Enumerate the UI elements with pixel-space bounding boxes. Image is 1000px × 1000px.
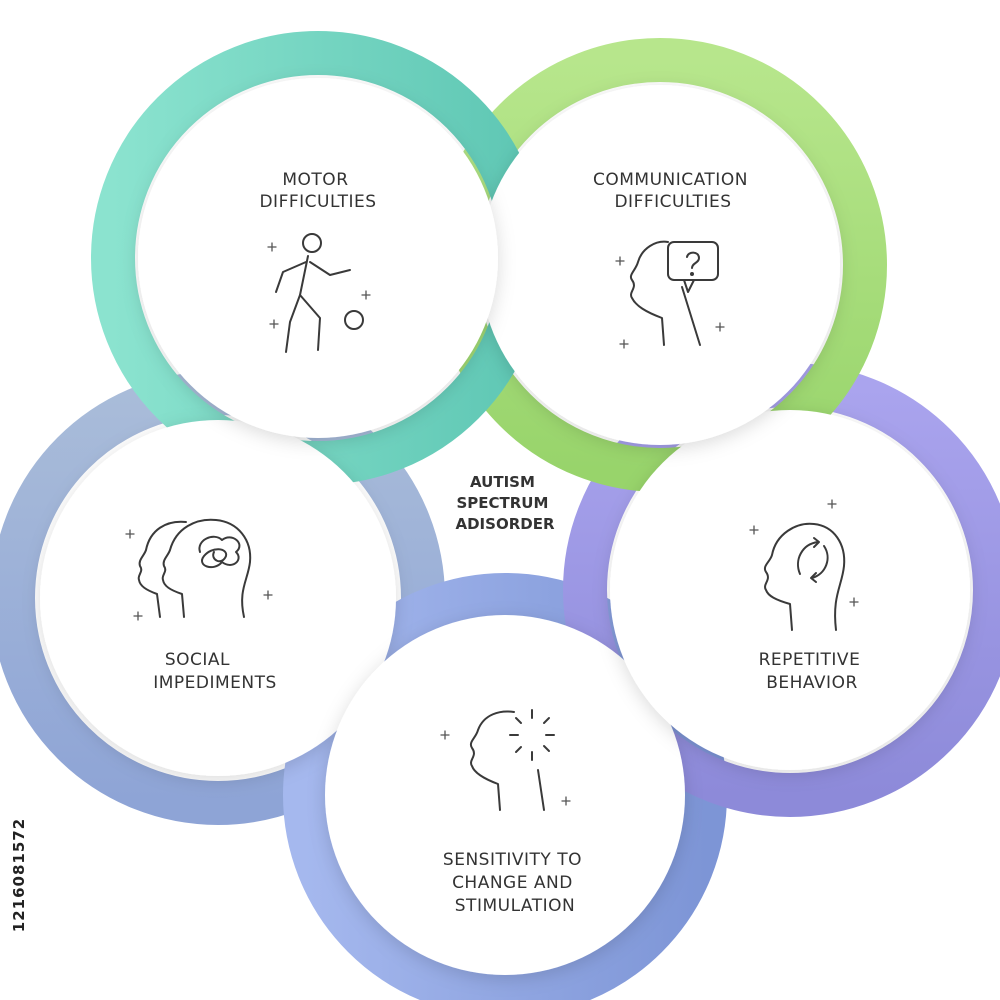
sparkles-repetitive bbox=[749, 499, 859, 607]
center-title: AUTISM SPECTRUM ADISORDER bbox=[456, 472, 555, 533]
stock-id-text: 1216081572 bbox=[10, 817, 28, 933]
sparkles-motor bbox=[267, 242, 371, 329]
person-kicking-ball-icon bbox=[275, 233, 364, 353]
circle-motor bbox=[138, 78, 498, 438]
label-communication: COMMUNICATION DIFFICULTIES bbox=[593, 170, 753, 212]
head-cycle-arrows-icon bbox=[763, 522, 846, 631]
sparkles-social bbox=[125, 529, 273, 621]
circle-repetitive bbox=[610, 410, 970, 770]
head-question-bubble-icon bbox=[629, 240, 719, 346]
white-circles bbox=[40, 78, 970, 975]
sparkles-communication bbox=[615, 256, 725, 349]
circle-communication bbox=[480, 85, 840, 445]
label-motor: MOTOR DIFFICULTIES bbox=[259, 170, 376, 212]
circle-social bbox=[40, 420, 396, 776]
stock-id: 1216081572 bbox=[4, 760, 34, 990]
sparkles-sensitivity bbox=[440, 730, 571, 806]
label-social: SOCIAL IMPEDIMENTS bbox=[153, 650, 277, 693]
two-heads-tangled-icon bbox=[137, 518, 252, 618]
label-sensitivity: SENSITIVITY TO CHANGE AND STIMULATION bbox=[443, 850, 587, 916]
head-radiating-icon bbox=[469, 709, 555, 811]
label-repetitive: REPETITIVE BEHAVIOR bbox=[759, 650, 866, 693]
circle-sensitivity bbox=[325, 615, 685, 975]
